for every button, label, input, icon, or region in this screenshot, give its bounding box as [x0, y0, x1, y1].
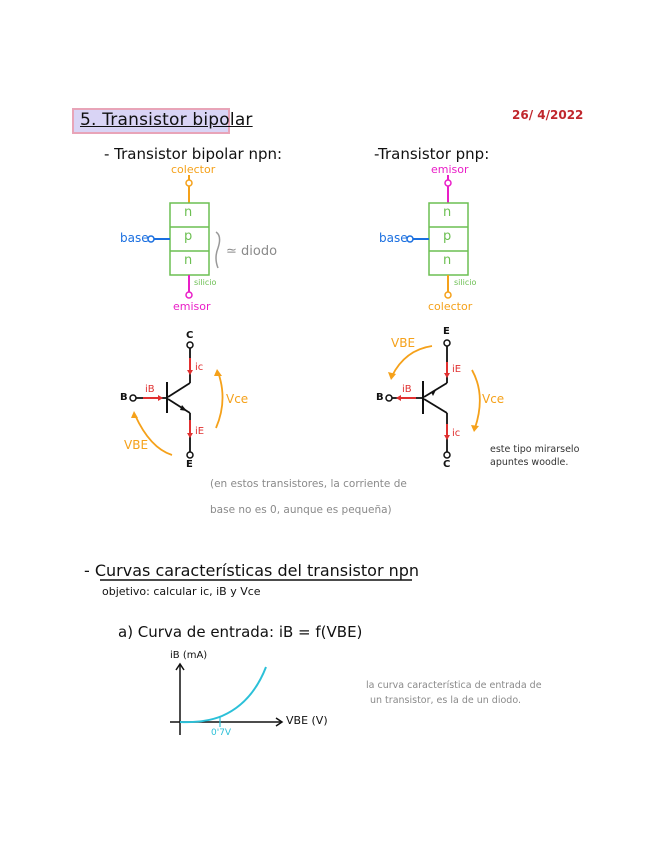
- npn-layer-n-bottom: n: [184, 253, 193, 268]
- current-note-line1: (en estos transistores, la corriente de: [210, 478, 407, 490]
- pnp-current-ie: iE: [452, 364, 462, 375]
- pnp-layer-n-bottom: n: [443, 253, 452, 268]
- pnp-collector-label: colector: [428, 300, 473, 313]
- curve-note-line2: un transistor, es la de un diodo.: [370, 695, 521, 706]
- pnp-terminal-e: E: [443, 326, 450, 337]
- npn-current-ib: iB: [145, 384, 155, 395]
- npn-collector-label: colector: [171, 163, 216, 176]
- current-note-line2: base no es 0, aunque es pequeña): [210, 504, 392, 516]
- pnp-side-note-line1: este tipo mirarselo: [490, 444, 580, 455]
- npn-voltage-vbe: VBE: [124, 438, 149, 452]
- page-title: 5. Transistor bipolar: [80, 110, 253, 130]
- pnp-side-note-line2: apuntes woodle.: [490, 457, 569, 468]
- graph-threshold-label: 0'7V: [211, 728, 232, 738]
- pnp-emitter-label: emisor: [431, 163, 469, 176]
- npn-emitter-label: emisor: [173, 300, 211, 313]
- npn-heading: - Transistor bipolar npn:: [104, 145, 283, 163]
- graph-x-label: VBE (V): [286, 714, 328, 727]
- input-curve-graph: [170, 662, 284, 735]
- pnp-terminal-c: C: [443, 459, 451, 470]
- pnp-heading: -Transistor pnp:: [374, 145, 490, 163]
- npn-layer-diagram: [147, 175, 221, 299]
- pnp-voltage-vce: Vce: [482, 392, 505, 406]
- npn-current-ic: ic: [195, 362, 204, 373]
- pnp-terminal-b: B: [376, 392, 384, 403]
- subheading-input-curve: a) Curva de entrada: iB = f(VBE): [118, 623, 363, 641]
- npn-terminal-c: C: [186, 330, 194, 341]
- npn-material-label: silicio: [194, 278, 217, 287]
- pnp-layer-diagram: [406, 175, 469, 299]
- npn-terminal-b: B: [120, 392, 128, 403]
- npn-base-label: base: [120, 231, 149, 245]
- npn-current-ie: iE: [195, 426, 205, 437]
- pnp-material-label: silicio: [454, 278, 477, 287]
- pnp-layer-n-top: n: [443, 205, 452, 220]
- section-heading-curves: - Curvas características del transistor …: [84, 561, 420, 580]
- npn-layer-n-top: n: [184, 205, 193, 220]
- npn-layer-p: p: [184, 229, 193, 244]
- npn-symbol: [129, 341, 224, 459]
- date: 26/ 4/2022: [512, 108, 584, 122]
- pnp-layer-p: p: [443, 229, 452, 244]
- graph-y-label: iB (mA): [170, 650, 208, 661]
- npn-terminal-e: E: [186, 459, 193, 470]
- curve-note-line1: la curva característica de entrada de: [366, 680, 542, 691]
- pnp-current-ic: ic: [452, 428, 461, 439]
- pnp-symbol: [385, 339, 481, 459]
- pnp-current-ib: iB: [402, 384, 412, 395]
- objective-text: objetivo: calcular ic, iB y Vce: [102, 585, 261, 598]
- npn-voltage-vce: Vce: [226, 392, 249, 406]
- pnp-voltage-vbe: VBE: [391, 336, 416, 350]
- pnp-base-label: base: [379, 231, 408, 245]
- npn-diode-note: ≃ diodo: [226, 244, 278, 259]
- title-highlight-box: [72, 108, 230, 134]
